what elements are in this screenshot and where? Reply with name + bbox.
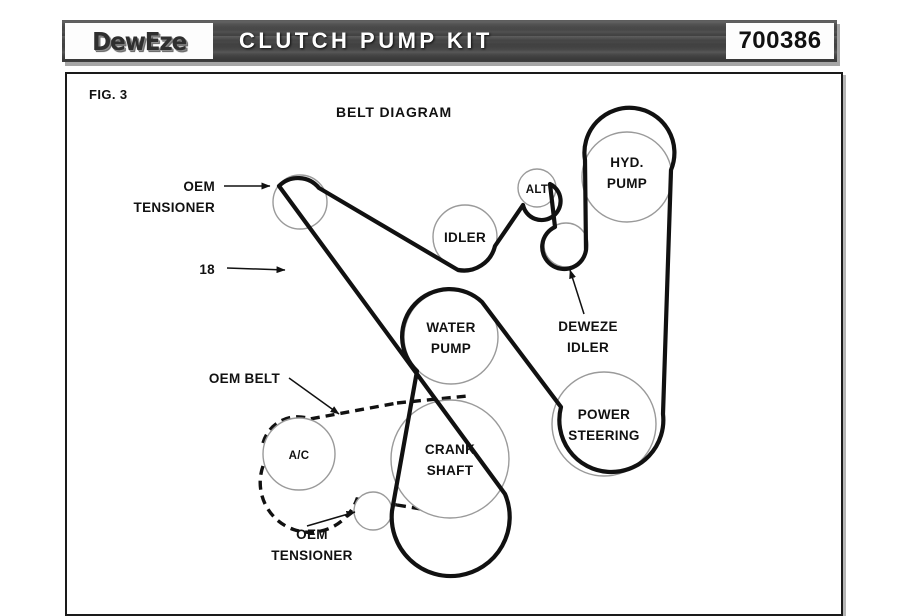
label-hyd-pump-line2: PUMP <box>607 176 647 191</box>
label-water-pump-line2: PUMP <box>431 341 471 356</box>
label-hyd-pump-line1: HYD. <box>610 155 643 170</box>
label-ac: A/C <box>289 450 310 462</box>
callout-deweze-idler-line1: DEWEZE <box>558 319 618 334</box>
label-alt: ALT <box>526 184 548 196</box>
main-belt-path <box>276 105 677 579</box>
diagram-title: BELT DIAGRAM <box>336 104 452 120</box>
leader-deweze-idler <box>569 269 585 315</box>
deweze-logo-text: DewEze <box>91 26 187 56</box>
label-crank-shaft-line1: CRANK <box>425 442 475 457</box>
header-bar: DewEze CLUTCH PUMP KIT 700386 <box>62 20 837 62</box>
callout-oem-tensioner-top-line2: TENSIONER <box>134 200 215 215</box>
pulley-ac <box>262 417 336 491</box>
brand-logo-plate: DewEze <box>65 23 213 59</box>
label-water-pump-line1: WATER <box>426 320 475 335</box>
diagram-page: FIG. 3 BELT DIAGRAM <box>65 72 843 616</box>
pulley-crank-shaft <box>390 399 510 519</box>
pulley-labels-group: IDLER ALT HYD. PUMP WATER PUMP POWER STE… <box>289 155 647 478</box>
figure-label: FIG. 3 <box>89 87 128 102</box>
callout-deweze-idler-line2: IDLER <box>567 340 609 355</box>
label-idler: IDLER <box>444 230 486 245</box>
callout-oem-belt: OEM BELT <box>209 371 281 386</box>
callout-oem-tensioner-bottom-line1: OEM <box>296 527 328 542</box>
pulley-power-steering <box>551 371 657 477</box>
label-crank-shaft-line2: SHAFT <box>427 463 474 478</box>
pulley-oem-tensioner-top <box>272 174 328 230</box>
header-title: CLUTCH PUMP KIT <box>239 28 493 53</box>
belt-diagram-svg: IDLER ALT HYD. PUMP WATER PUMP POWER STE… <box>134 105 677 579</box>
oem-belt-path-upper <box>396 394 468 405</box>
leader-oem-tensioner-bottom <box>306 511 356 527</box>
part-number-plate: 700386 <box>726 23 834 59</box>
callout-labels-group: OEM TENSIONER 18 OEM BELT DEWEZE IDLER O… <box>134 179 618 563</box>
callout-oem-tensioner-top-line1: OEM <box>183 179 215 194</box>
leader-oem-belt <box>288 377 340 415</box>
callout-oem-tensioner-bottom-line2: TENSIONER <box>271 548 352 563</box>
oem-belt-path-lower <box>396 503 428 512</box>
pulley-oem-tensioner-bottom <box>353 491 393 531</box>
callout-leaders-group <box>224 182 585 527</box>
part-number-text: 700386 <box>738 27 822 54</box>
leader-belt-number <box>226 266 286 274</box>
label-power-steering-line2: STEERING <box>568 428 639 443</box>
header-spacer <box>493 20 726 62</box>
main-belt-group <box>276 105 677 579</box>
callout-belt-number: 18 <box>199 262 215 277</box>
label-power-steering-line1: POWER <box>578 407 631 422</box>
